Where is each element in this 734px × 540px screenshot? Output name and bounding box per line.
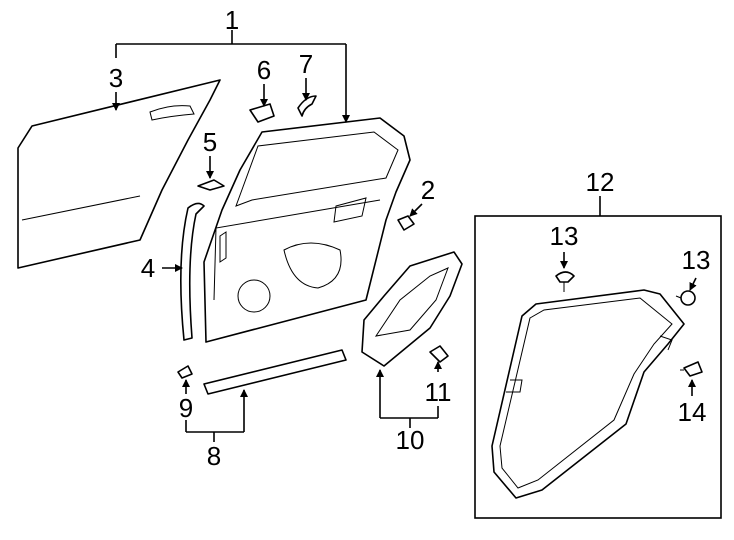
callout-13-right: 13 bbox=[682, 245, 711, 275]
callout-14: 14 bbox=[678, 397, 707, 427]
trim-piece-part-7 bbox=[297, 95, 317, 117]
fastener-part-11 bbox=[429, 345, 449, 363]
door-outer-panel bbox=[17, 79, 221, 269]
callout-1: 1 bbox=[225, 5, 239, 35]
door-frame-shell bbox=[203, 117, 411, 343]
clip-part-13-left bbox=[555, 271, 575, 292]
callout-6: 6 bbox=[257, 55, 271, 85]
clip-part-9 bbox=[177, 365, 193, 379]
callout-2: 2 bbox=[421, 175, 435, 205]
clip-part-14 bbox=[680, 361, 703, 377]
callout-8: 8 bbox=[207, 441, 221, 471]
weatherstrip-detail-box bbox=[474, 215, 722, 519]
plug-part-2 bbox=[397, 215, 415, 231]
callout-10: 10 bbox=[396, 425, 425, 455]
callout-13-left: 13 bbox=[550, 221, 579, 251]
leader-lines bbox=[112, 30, 442, 442]
belt-molding-part-8 bbox=[203, 349, 347, 395]
callout-3: 3 bbox=[109, 63, 123, 93]
weatherstrip-part-4 bbox=[180, 202, 205, 341]
clip-part-13-right bbox=[675, 290, 696, 306]
detail-leader-lines bbox=[560, 252, 697, 396]
inner-trim-panel bbox=[361, 251, 463, 367]
callout-4: 4 bbox=[141, 253, 155, 283]
bracket-part-6 bbox=[249, 103, 275, 123]
callout-12: 12 bbox=[586, 167, 615, 197]
door-weatherstrip-part-12 bbox=[491, 289, 685, 499]
callout-7: 7 bbox=[299, 49, 313, 79]
callout-5: 5 bbox=[203, 127, 217, 157]
callout-9: 9 bbox=[179, 393, 193, 423]
callout-11: 11 bbox=[425, 377, 452, 407]
clip-part-5 bbox=[197, 179, 225, 191]
